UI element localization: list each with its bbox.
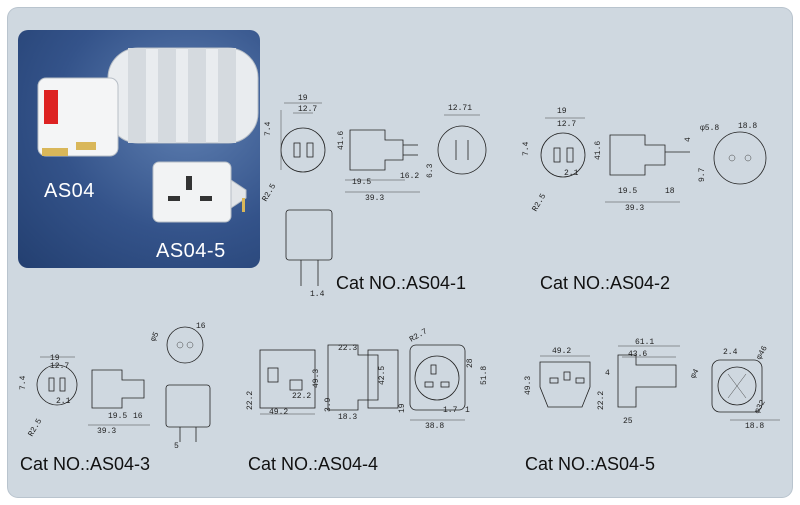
dim-label: 39.3 — [365, 194, 384, 203]
catalog-label-as04-1: Cat NO.:AS04-1 — [336, 273, 467, 293]
dim-label: 49.2 — [552, 347, 571, 356]
dim-label: 19 — [298, 94, 308, 103]
dim-label: 19.5 — [618, 187, 637, 196]
adapter-illustration — [37, 47, 259, 223]
dim-label: 19 — [50, 354, 60, 363]
dim-label: 19.5 — [108, 412, 127, 421]
dim-label: 1 — [465, 406, 470, 415]
dim-label: 9.7 — [698, 167, 707, 182]
drawing-as04-4: 49.2 22.2 22.2 22.3 49.3 3.9 18.3 42.5 R… — [246, 327, 489, 431]
dim-label: φ4 — [689, 367, 702, 380]
dim-label: 18.8 — [738, 122, 757, 131]
dim-label: 3.9 — [324, 397, 333, 412]
drawing-as04-5: 49.2 49.3 61.1 43.6 4 22.2 25 2.4 φ46 φ4… — [524, 338, 780, 431]
side-view — [349, 129, 404, 171]
dim-label: 28 — [466, 358, 475, 368]
dim-label: 41.6 — [594, 141, 603, 160]
dim-label: R2.5 — [261, 182, 278, 203]
dim-label: 4 — [605, 369, 610, 378]
catalog-label-as04-5: Cat NO.:AS04-5 — [525, 454, 656, 474]
dim-label: 18.3 — [338, 413, 357, 422]
dim-label: 12.7 — [298, 105, 317, 114]
dim-label: 22.2 — [292, 392, 311, 401]
dim-label: 2.4 — [723, 348, 738, 357]
dim-label: 22.2 — [246, 391, 255, 410]
dim-label: 19 — [557, 107, 567, 116]
bottom-view — [285, 209, 333, 261]
pin-slot — [293, 142, 301, 158]
dim-label: R2.5 — [531, 192, 548, 213]
dim-label: 43.6 — [628, 350, 647, 359]
drawing-as04-3: 19 12.7 7.4 2.1 R2.5 19.5 16 39.3 φ5 16 … — [19, 322, 211, 451]
dim-label: 19 — [398, 403, 407, 413]
front-view-circle — [280, 127, 326, 173]
dim-label: 42.5 — [378, 366, 387, 385]
dim-label: 16.2 — [400, 172, 419, 181]
catalog-label-as04-4: Cat NO.:AS04-4 — [248, 454, 379, 474]
dim-label: 12.7 — [50, 362, 69, 371]
dim-label: 38.8 — [425, 422, 444, 431]
drawing-as04-1: 19 12.7 7.4 R2.5 41.6 19.5 16.2 39.3 12.… — [261, 94, 487, 299]
dim-label: 12.71 — [448, 104, 472, 113]
dim-label: 25 — [623, 417, 633, 426]
dim-label: R2.7 — [408, 327, 429, 344]
dim-label: 39.3 — [97, 427, 116, 436]
photo-label-as04-5: AS04-5 — [156, 240, 226, 262]
dim-label: 49.3 — [524, 376, 533, 395]
cylinder-adapter — [37, 47, 259, 157]
product-photo: AS04 AS04-5 — [18, 30, 260, 268]
dim-label: 19.5 — [352, 178, 371, 187]
dim-label: 7.4 — [522, 141, 531, 156]
dim-label: 6.3 — [426, 163, 435, 178]
rear-view-circle — [437, 125, 487, 175]
photo-label-as04: AS04 — [44, 180, 95, 202]
dim-label: 7.4 — [19, 375, 28, 390]
dim-label: 4 — [684, 137, 693, 142]
drawing-as04-2: 19 12.7 7.4 2.1 R2.5 41.6 19.5 18 39.3 4… — [522, 107, 767, 213]
dim-label: 41.6 — [337, 131, 346, 150]
dim-label: 18.8 — [745, 422, 764, 431]
dim-label: 2.1 — [56, 397, 71, 406]
small-adapter — [152, 161, 247, 223]
dim-label: 18 — [665, 187, 675, 196]
catalog-label-as04-3: Cat NO.:AS04-3 — [20, 454, 151, 474]
dim-label: 7.4 — [264, 121, 273, 136]
dim-label: 1.7 — [443, 406, 458, 415]
pin-slot — [306, 142, 314, 158]
dim-label: 22.2 — [597, 391, 606, 410]
dim-label: 12.7 — [557, 120, 576, 129]
dim-label: 49.2 — [269, 408, 288, 417]
dim-label: 2.1 — [564, 169, 579, 178]
dim-label: 16 — [133, 412, 143, 421]
dim-label: 22.3 — [338, 344, 357, 353]
dim-label: 16 — [196, 322, 206, 331]
dim-label: 39.3 — [625, 204, 644, 213]
dim-label: 51.8 — [480, 366, 489, 385]
dim-label: 49.3 — [312, 369, 321, 388]
dim-label: φ5.8 — [700, 124, 719, 133]
catalog-label-as04-2: Cat NO.:AS04-2 — [540, 273, 671, 293]
dim-label: 1.4 — [310, 290, 325, 299]
dim-label: 61.1 — [635, 338, 654, 347]
dim-label: φ32 — [753, 398, 768, 415]
dim-label: φ46 — [755, 344, 770, 361]
dim-label: φ5 — [149, 330, 162, 343]
dim-label: 5 — [174, 442, 179, 451]
dim-label: R2.5 — [27, 417, 44, 438]
